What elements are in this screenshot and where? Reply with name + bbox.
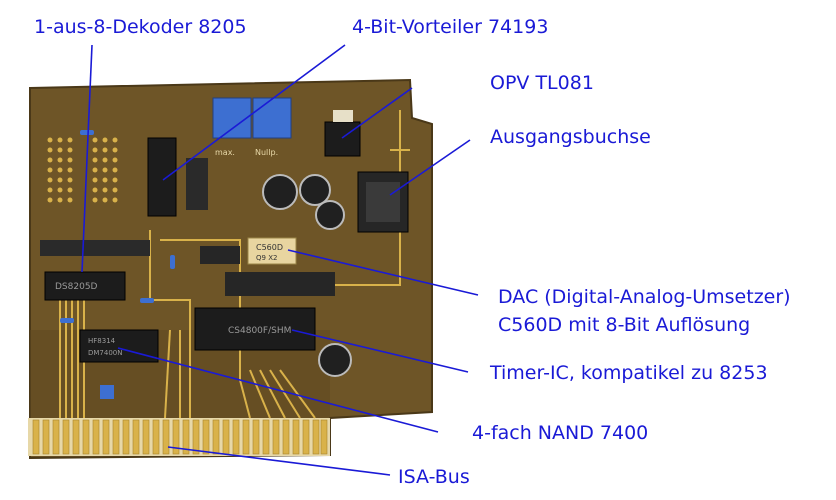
pcb-traces bbox=[59, 110, 410, 419]
decoder-chip-marking: DS8205D bbox=[55, 282, 98, 292]
chip-socket-top bbox=[333, 110, 353, 122]
electrolytic-capacitors bbox=[262, 174, 352, 377]
jumper-header bbox=[186, 158, 208, 210]
timer-chip-marking: CS4800F/SHM bbox=[228, 326, 291, 336]
resistor-block bbox=[200, 246, 240, 264]
chip-7400 bbox=[79, 329, 159, 363]
label-output-jack: Ausgangsbuchse bbox=[490, 126, 651, 148]
chip-74193 bbox=[147, 137, 177, 217]
chip-tl081 bbox=[324, 121, 361, 157]
label-dac-line1: DAC (Digital-Analog-Umsetzer) bbox=[498, 286, 791, 308]
callout-lines bbox=[81, 44, 479, 476]
label-timer: Timer-IC, kompatikel zu 8253 bbox=[490, 362, 768, 384]
dac-chip-marking: C560D bbox=[256, 243, 283, 252]
chip-c560d bbox=[247, 237, 297, 265]
output-jack-inner bbox=[366, 182, 400, 222]
label-dac-line2: C560D mit 8-Bit Auflösung bbox=[498, 314, 751, 336]
label-nand: 4-fach NAND 7400 bbox=[472, 422, 649, 444]
decoder-header bbox=[40, 240, 150, 256]
trim-pot-1 bbox=[212, 97, 252, 139]
isa-edge-connector bbox=[28, 418, 330, 456]
dac-chip-sub-marking: Q9 X2 bbox=[256, 254, 277, 262]
chip-8205 bbox=[44, 271, 126, 301]
pin-header-row bbox=[225, 272, 335, 296]
label-decoder: 1-aus-8-Dekoder 8205 bbox=[34, 16, 247, 38]
jumper-label-max: max. bbox=[215, 148, 235, 157]
trim-pot-2 bbox=[252, 97, 292, 139]
nand-chip-sub-marking: DM7400N bbox=[88, 349, 122, 357]
pad-grid-left bbox=[47, 137, 118, 203]
small-passives bbox=[60, 130, 175, 399]
chip-timer bbox=[194, 307, 316, 351]
label-opamp: OPV TL081 bbox=[490, 72, 594, 94]
label-isa-bus: ISA-Bus bbox=[398, 466, 470, 488]
jumper-label-nullp: Nullp. bbox=[255, 148, 278, 157]
label-prescaler: 4-Bit-Vorteiler 74193 bbox=[352, 16, 549, 38]
nand-chip-marking: HF8314 bbox=[88, 337, 116, 345]
